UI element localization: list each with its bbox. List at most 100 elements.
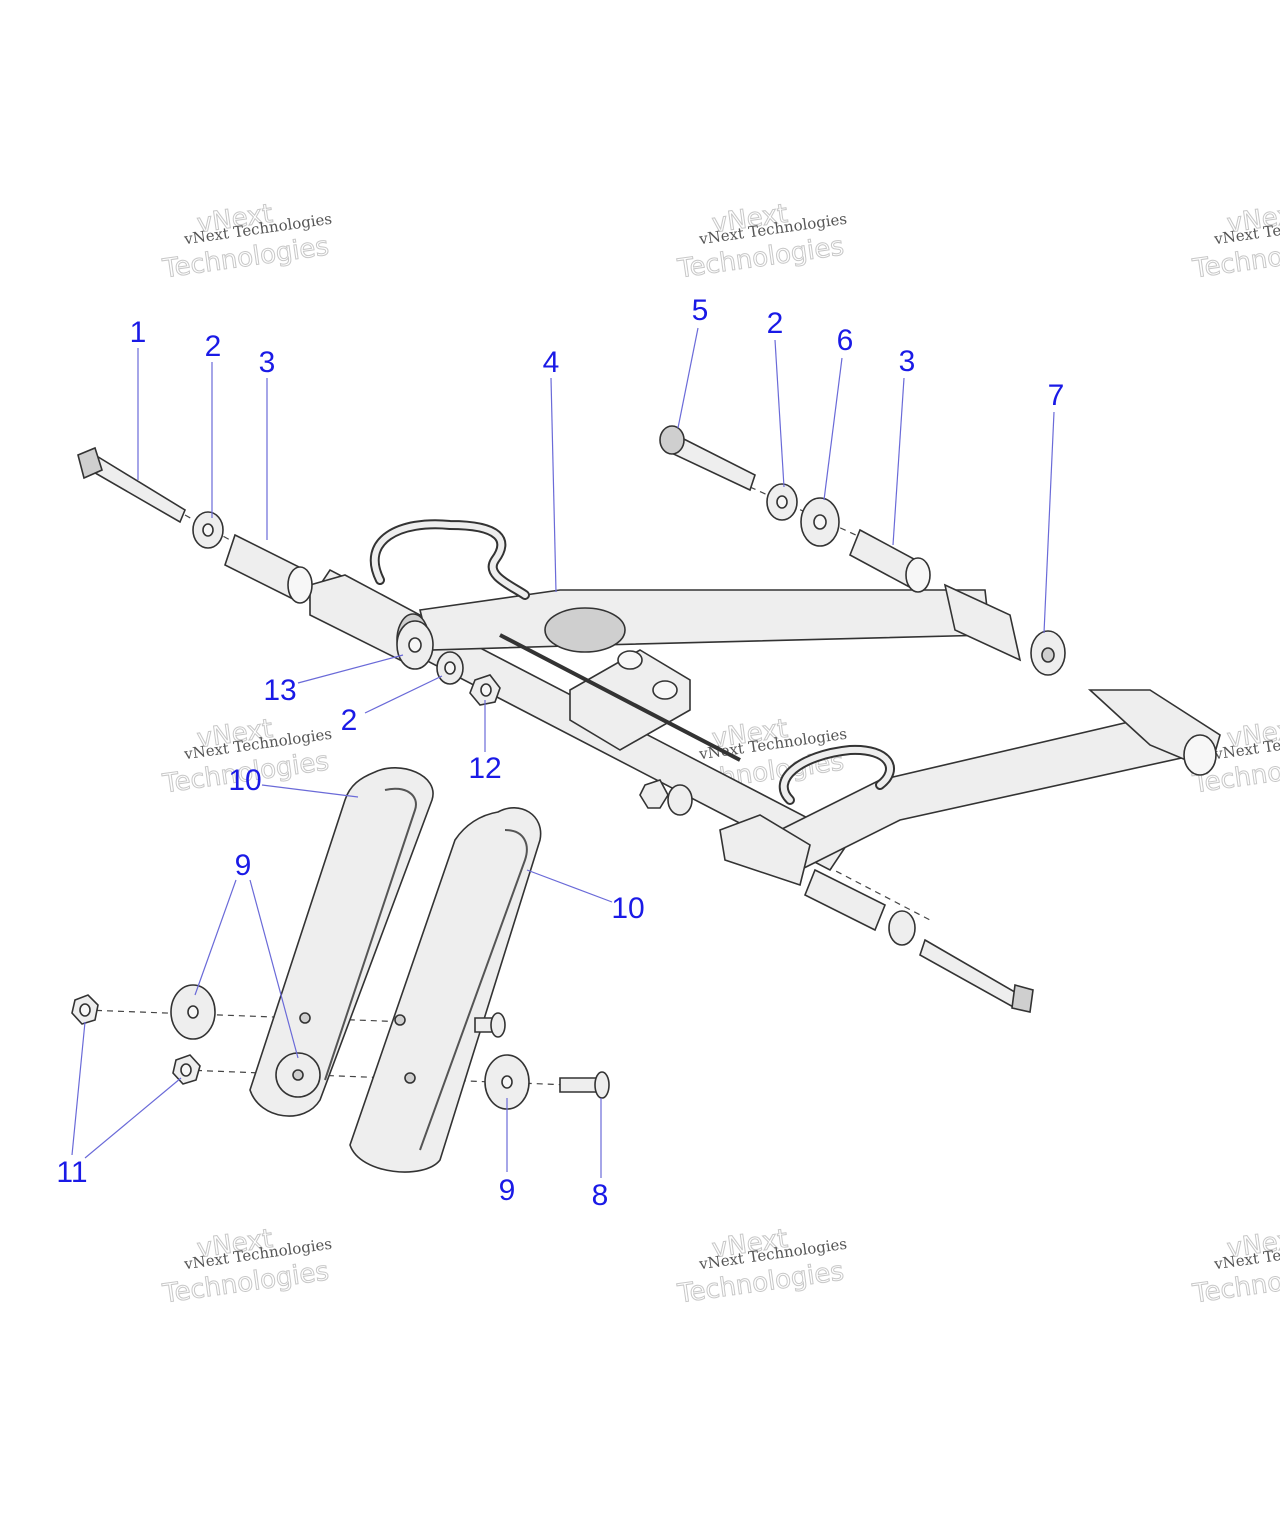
bushing-3-left-end	[287, 566, 313, 604]
a-arm-gusset	[544, 607, 626, 653]
washer-6-hole	[813, 514, 827, 530]
bolt-8-lower-head	[594, 1071, 610, 1099]
callout-6: 6	[837, 324, 854, 357]
leader-11b	[84, 1077, 182, 1159]
a-arm-center-bracket	[569, 649, 691, 751]
bushing-3-right-end	[905, 557, 931, 593]
bracket-hole-1	[617, 650, 643, 670]
part-13-washer	[396, 620, 434, 670]
watermarks: vNext vNext Technologies Technologies vN…	[160, 198, 1280, 1310]
leader-10a	[261, 784, 359, 798]
part-2-washer-left	[192, 511, 224, 549]
callout-3: 3	[899, 345, 916, 378]
washer-13-hole	[408, 637, 422, 653]
callout-2: 2	[341, 704, 358, 737]
leader-6	[823, 357, 843, 501]
a-arm-hook-upper-fill	[371, 521, 528, 598]
a-arm-lower-pivot-end	[1183, 734, 1217, 776]
callout-7: 7	[1048, 379, 1065, 412]
leader-13	[297, 654, 404, 684]
callout-13: 13	[263, 674, 296, 707]
callout-2: 2	[205, 330, 222, 363]
callout-4: 4	[543, 346, 560, 379]
leader-3b	[892, 377, 905, 546]
leader-7	[1043, 411, 1055, 634]
part-10-link-right	[299, 807, 542, 1173]
watermark: vNext vNext Technologies Technologies	[160, 198, 333, 285]
callout-1: 1	[130, 316, 147, 349]
callout-11: 11	[56, 1156, 87, 1189]
part-6-washer	[800, 497, 840, 547]
rear-bolt-shank	[919, 938, 1021, 1010]
nut-11-lower-hole	[180, 1063, 192, 1077]
leader-9a-1	[194, 879, 237, 996]
bolt-8-lower-shank	[559, 1077, 599, 1093]
part-3-bushing-left	[224, 533, 313, 604]
leader-lines	[71, 327, 1055, 1178]
link-10-left-hole-upper	[299, 1012, 311, 1024]
link-10-right-body	[349, 807, 542, 1173]
link-10-right-hole-upper	[394, 1014, 406, 1026]
link-10-right-inner-edge	[419, 829, 528, 1151]
callout-2: 2	[767, 307, 784, 340]
a-arm-upper-tube	[419, 589, 991, 651]
washer-2-left-hole	[202, 523, 214, 537]
part-2-washer-center	[436, 651, 464, 685]
rear-washer	[667, 784, 693, 816]
callout-8: 8	[592, 1179, 609, 1212]
rear-washer-outer	[888, 910, 916, 946]
part-11-nuts	[71, 994, 201, 1085]
leader-10b	[526, 869, 613, 903]
bolt-8-upper-head	[490, 1012, 506, 1038]
part-3-bushing-right	[848, 528, 931, 593]
leader-5	[677, 327, 699, 429]
link-10-left-boss-hole	[292, 1069, 304, 1081]
callout-10: 10	[611, 892, 644, 925]
part-7-pivot-end	[1030, 630, 1066, 676]
callout-9: 9	[499, 1174, 516, 1207]
rear-nut	[639, 779, 669, 809]
pivot-7-bore	[1041, 647, 1055, 663]
washer-2-center-hole	[444, 661, 456, 675]
washer-9-upper-hole	[187, 1005, 199, 1019]
rear-bushing	[803, 868, 887, 932]
bolt-5-head	[659, 425, 685, 455]
part-1-bolt	[77, 446, 187, 524]
link-10-right-hole-lower	[404, 1072, 416, 1084]
leader-2c	[364, 675, 443, 714]
callout-labels: 1 2 3 4 5 2 6 3 7 13 2 12 10 10 9 9 11 8	[56, 294, 1064, 1212]
callout-3: 3	[259, 346, 276, 379]
a-arm-assembly	[308, 519, 1221, 887]
callout-12: 12	[468, 752, 501, 785]
bracket-hole-2	[652, 680, 678, 700]
leader-4	[550, 377, 557, 593]
nut-11-upper-hole	[79, 1003, 91, 1017]
washer-9-lower-hole	[501, 1075, 513, 1089]
a-arm-tie-rod	[499, 633, 741, 762]
part-8-bolts	[474, 1012, 610, 1099]
a-arm-hook-lower-fill	[780, 746, 893, 803]
watermark: vNext vNext Technologies Technologies	[1190, 1223, 1280, 1310]
a-arm-rear-pivot-housing	[719, 814, 811, 887]
rear-bolt-head	[1011, 983, 1034, 1013]
part-2-washer-right	[766, 483, 798, 521]
leader-11a	[71, 1021, 86, 1156]
watermark: vNext vNext Technologies Technologies	[1190, 198, 1280, 285]
link-10-left-inner-edge	[324, 787, 417, 1081]
link-10-left-body	[249, 767, 434, 1117]
watermark: vNext vNext Technologies Technologies	[675, 1223, 848, 1310]
bolt-1-head	[77, 446, 103, 480]
watermark: vNext vNext Technologies Technologies	[160, 1223, 333, 1310]
callout-5: 5	[692, 294, 709, 327]
rear-hardware	[639, 779, 1034, 1013]
leader-9a-2	[249, 879, 299, 1059]
watermark: vNext vNext Technologies Technologies	[675, 198, 848, 285]
nut-12-hole	[480, 683, 492, 697]
a-arm-right-pivot-housing	[943, 583, 1022, 662]
part-5-bolt	[659, 425, 756, 492]
callout-9: 9	[235, 849, 252, 882]
part-10-link-left	[249, 767, 434, 1117]
callout-10: 10	[228, 764, 261, 797]
part-12-nut	[469, 674, 501, 706]
